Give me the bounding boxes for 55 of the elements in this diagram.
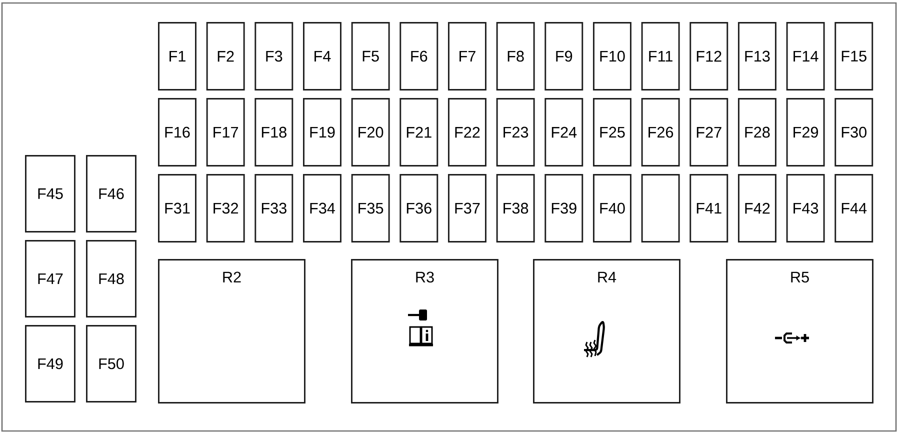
fuse-slot: F15 (834, 22, 874, 90)
fuse-slot: F18 (254, 98, 294, 166)
fuse-slot: F40 (592, 174, 632, 242)
fuse-slot: F22 (448, 98, 486, 166)
fuse-slot: F29 (786, 98, 825, 166)
fuse-slot: F23 (496, 98, 535, 166)
fuse-slot: F36 (400, 174, 438, 242)
fuse-slot: F50 (86, 325, 136, 402)
fuse-slot: F49 (25, 325, 76, 402)
fuse-slot: F20 (351, 98, 390, 166)
fuse-slot: F27 (690, 98, 728, 166)
relay-slot: R2 (158, 259, 306, 404)
fuse-slot: F12 (690, 22, 728, 90)
fuse-slot: F6 (400, 22, 438, 90)
relay-slot: R3 (351, 259, 498, 404)
fuse-slot: F14 (786, 22, 825, 90)
fuse-slot: F41 (690, 174, 728, 242)
fuse-slot: F45 (25, 155, 76, 232)
fuse-slot: F19 (303, 98, 342, 166)
fuse-slot: F31 (158, 174, 196, 242)
fuse-slot: F30 (834, 98, 874, 166)
fuse-slot: F42 (738, 174, 776, 242)
fuse-slot: F13 (738, 22, 776, 90)
fuse-slot: F21 (400, 98, 438, 166)
fuse-slot: F38 (496, 174, 535, 242)
fuse-slot: F11 (641, 22, 680, 90)
fuse-slot: F7 (448, 22, 486, 90)
fuse-slot: F9 (544, 22, 584, 90)
fuse-slot: F4 (303, 22, 342, 90)
fuse-slot: F46 (86, 155, 136, 232)
relay-slot: R5 (726, 259, 874, 404)
fuse-slot: F37 (448, 174, 486, 242)
fuse-slot: F28 (738, 98, 776, 166)
fuse-slot: F3 (254, 22, 294, 90)
fuse-slot: F10 (592, 22, 632, 90)
fuse-slot: F32 (206, 174, 245, 242)
fuse-slot: F2 (206, 22, 245, 90)
relay-slot: R4 (533, 259, 680, 404)
fuse-slot: F33 (254, 174, 294, 242)
fuse-slot: F16 (158, 98, 196, 166)
fuse-slot: F35 (351, 174, 390, 242)
empty-slot (641, 174, 680, 242)
fuse-slot: F5 (351, 22, 390, 90)
fuse-slot: F47 (25, 240, 76, 318)
fuse-slot: F26 (641, 98, 680, 166)
fuse-slot: F25 (592, 98, 632, 166)
fuse-slot: F17 (206, 98, 245, 166)
fuse-slot: F24 (544, 98, 584, 166)
fuse-slot: F8 (496, 22, 535, 90)
fuse-slot: F43 (786, 174, 825, 242)
fuse-slot: F44 (834, 174, 874, 242)
fuse-slot: F39 (544, 174, 584, 242)
fuse-slot: F48 (86, 240, 136, 318)
fuse-slot: F1 (158, 22, 196, 90)
fuse-slot: F34 (303, 174, 342, 242)
